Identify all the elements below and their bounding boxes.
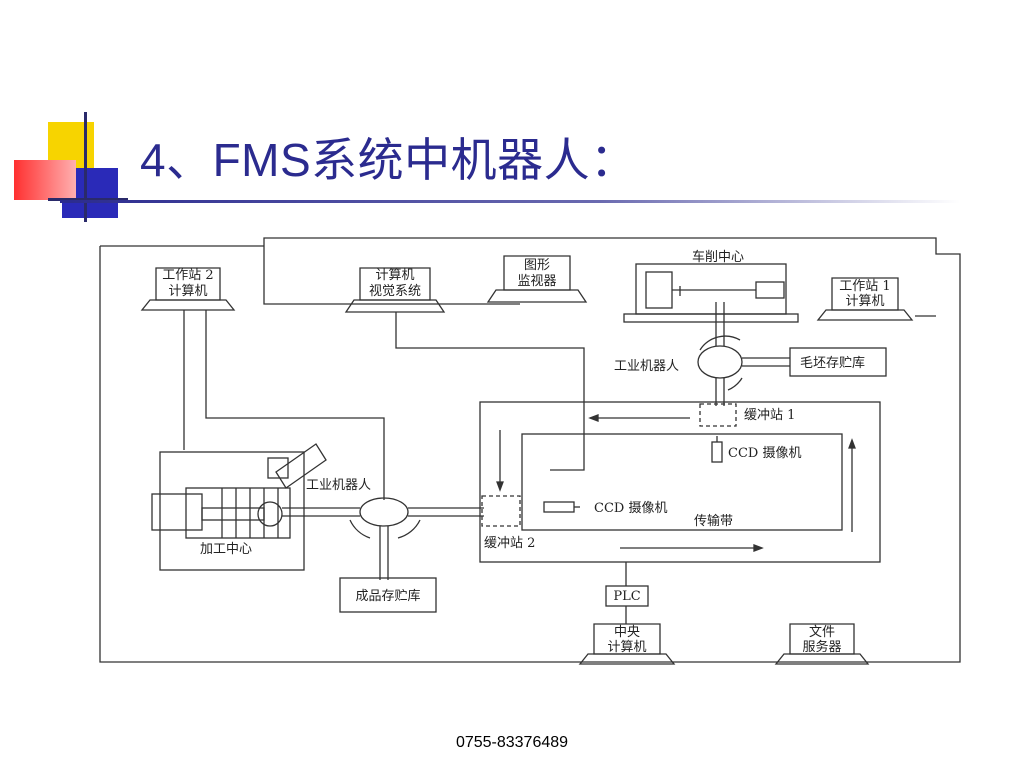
slide-title: 4、FMS系统中机器人： (140, 134, 637, 186)
decor-vertical-line (84, 112, 87, 222)
finished-storage-box (339, 577, 437, 613)
graphics-monitor-label-1: 图形 (524, 258, 550, 273)
ccd-camera1-icon (711, 441, 723, 463)
buffer2-label: 缓冲站 2 (484, 536, 535, 551)
conveyor-outer (479, 401, 881, 563)
plc-box (605, 585, 649, 607)
lower-robot-icon (359, 497, 409, 527)
central-computer-label-1: 中央 (614, 625, 640, 640)
title-underline (60, 200, 960, 203)
machining-center-outer (159, 451, 305, 571)
upper-robot-icon (697, 345, 743, 379)
footer-phone: 0755-83376489 (455, 734, 569, 751)
buffer1-box (699, 403, 737, 427)
central-computer-label-2: 计算机 (607, 640, 646, 655)
workstation1-label-1: 工作站 1 (839, 279, 890, 294)
network-loop-line (99, 237, 961, 663)
machining-center-label: 加工中心 (200, 542, 252, 557)
buffer2-box (481, 495, 521, 527)
plc-label: PLC (613, 589, 640, 604)
ccd-camera2-icon (543, 501, 575, 513)
workstation2-label-2: 计算机 (168, 284, 207, 299)
buffer1-label: 缓冲站 1 (744, 408, 795, 423)
ccd-camera2-label: CCD 摄像机 (594, 501, 667, 516)
upper-robot-label: 工业机器人 (614, 359, 679, 374)
blank-storage-label: 毛坯存贮库 (800, 355, 865, 371)
lower-robot-label: 工业机器人 (306, 478, 371, 493)
finished-storage-label: 成品存贮库 (355, 588, 420, 604)
ccd-camera1-label: CCD 摄像机 (728, 446, 801, 461)
blank-storage-box (789, 347, 887, 377)
decor-red-square (14, 160, 76, 200)
file-server-label-1: 文件 (809, 625, 835, 640)
vision-computer-label-2: 视觉系统 (369, 284, 421, 299)
graphics-monitor-label-2: 监视器 (517, 274, 556, 289)
vision-computer-label-1: 计算机 (375, 268, 414, 283)
conveyor-inner (521, 433, 843, 531)
machining-monitor-icon (267, 457, 289, 479)
workstation1-label-2: 计算机 (845, 294, 884, 309)
decor-horizontal-line (48, 198, 128, 201)
workstation2-label-1: 工作站 2 (162, 268, 213, 283)
file-server-label-2: 服务器 (802, 639, 841, 655)
conveyor-label: 传输带 (694, 513, 733, 529)
turning-center-label: 车削中心 (692, 249, 744, 265)
